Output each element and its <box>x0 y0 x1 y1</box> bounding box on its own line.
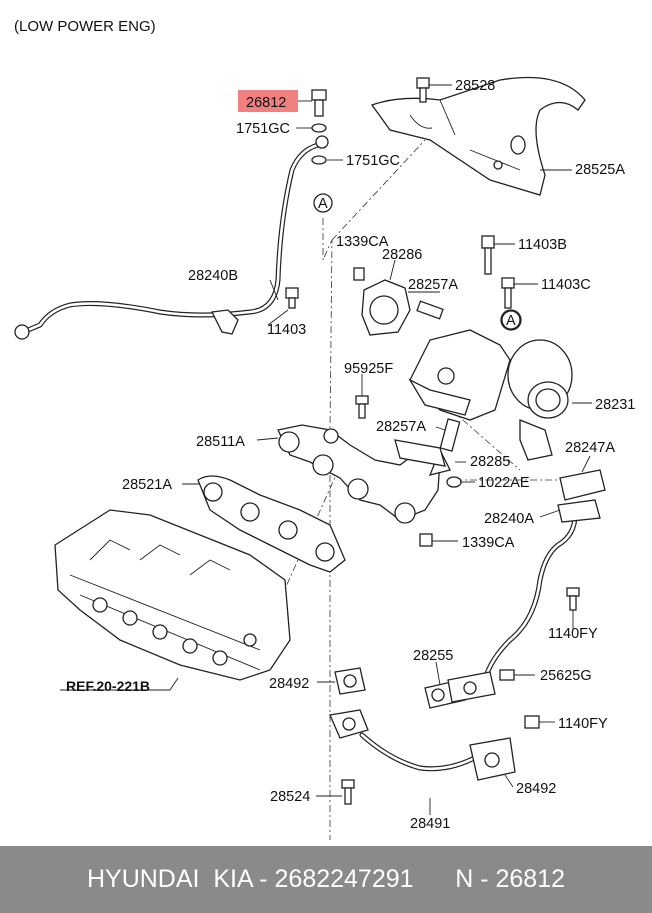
studs <box>285 235 515 320</box>
highlight-box <box>238 90 298 112</box>
label-28525a: 28525A <box>575 162 625 178</box>
turbo-gasket-28286 <box>353 267 411 336</box>
cylinder-head <box>54 509 291 691</box>
label-1022ae: 1022AE <box>478 475 530 491</box>
label-28492-b: 28492 <box>516 781 556 797</box>
label-11403c: 11403C <box>541 277 591 293</box>
stud-95925f <box>355 395 369 419</box>
leader-lines <box>182 100 592 815</box>
gasket-28285 <box>394 418 462 547</box>
gasket-28255 <box>424 669 515 709</box>
label-28240a: 28240A <box>484 511 534 527</box>
part-number-footer: HYUNDAI KIA - 2682247291 N - 26812 <box>0 846 652 913</box>
label-28231: 28231 <box>595 397 635 413</box>
heat-shield <box>370 76 586 196</box>
banjo-bolt-26812 <box>311 89 327 165</box>
callout-a2: A <box>506 313 516 329</box>
label-28285: 28285 <box>470 454 510 470</box>
label-1140fy-a: 1140FY <box>548 626 598 642</box>
label-28521a: 28521A <box>122 477 172 493</box>
label-28255: 28255 <box>413 648 453 664</box>
label-28524: 28524 <box>270 789 310 805</box>
label-11403: 11403 <box>267 322 306 338</box>
label-1339ca-a: 1339CA <box>336 234 389 250</box>
callout-circle-a1 <box>313 193 333 213</box>
label-28286: 28286 <box>382 247 422 263</box>
manifold-gasket <box>197 475 346 573</box>
oil-feed-pipe <box>14 135 329 340</box>
label-28257a-b: 28257A <box>376 419 426 435</box>
label-1751gc-a: 1751GC <box>236 121 290 137</box>
label-1140fy-b: 1140FY <box>558 716 608 732</box>
exploded-parts-diagram: (LOW POWER ENG) <box>14 18 635 840</box>
label-28492-a: 28492 <box>269 676 309 692</box>
label-1339ca-b: 1339CA <box>462 535 515 551</box>
label-28491: 28491 <box>410 816 450 832</box>
label-28528: 28528 <box>455 78 495 94</box>
label-25625g: 25625G <box>540 668 592 684</box>
label-11403b: 11403B <box>518 237 567 253</box>
label-28511a: 28511A <box>196 434 245 450</box>
label-1751gc-b: 1751GC <box>346 153 400 169</box>
bolt-28528 <box>416 77 452 103</box>
label-28247a: 28247A <box>565 440 615 456</box>
egr-pipe <box>329 667 540 805</box>
engine-note: (LOW POWER ENG) <box>14 18 156 35</box>
label-26812: 26812 <box>246 95 286 111</box>
ref-label: REF.20-221B <box>66 678 150 694</box>
label-95925f: 95925F <box>344 361 393 377</box>
callout-a1: A <box>318 196 328 212</box>
label-28240b: 28240B <box>188 268 238 284</box>
label-28257a-a: 28257A <box>408 277 458 293</box>
turbocharger <box>408 309 573 461</box>
callout-circle-a2 <box>501 310 521 330</box>
exhaust-manifold <box>277 424 451 524</box>
oil-return-pipe <box>467 469 606 691</box>
